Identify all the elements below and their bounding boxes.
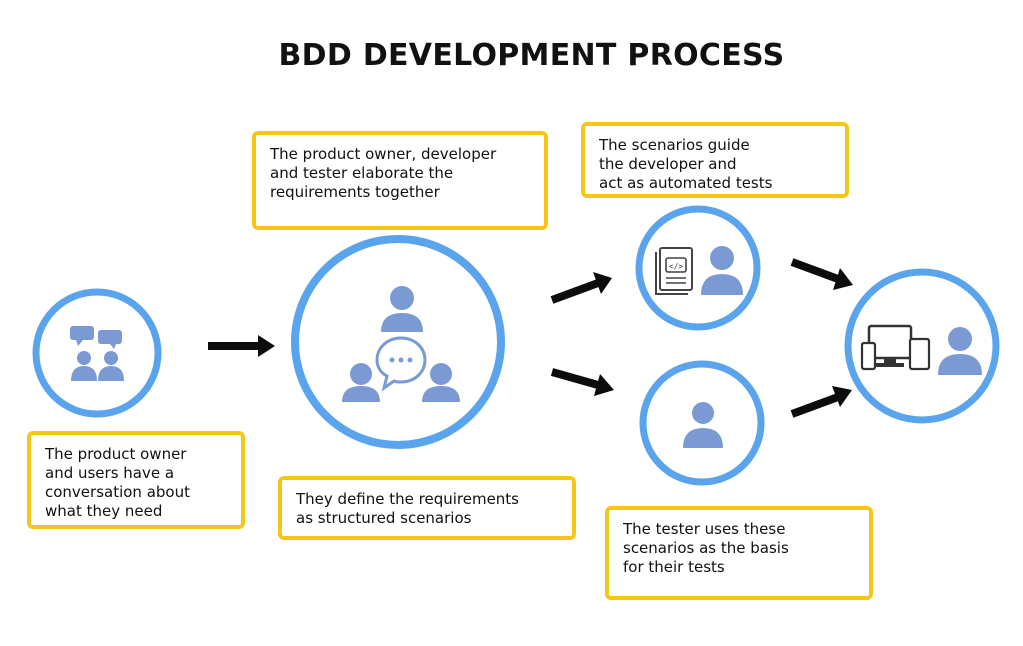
arrow-to-developer [550,272,612,304]
page-title: BDD DEVELOPMENT PROCESS [278,38,785,73]
people-chat-icon [70,326,124,381]
arrow-tester-to-product [790,386,852,418]
person-icon [683,402,723,448]
note-conversation: The product owner and users have a conve… [27,431,245,529]
note-define: They define the requirements as structur… [278,476,576,540]
circle-developer [635,205,761,331]
note-guide: The scenarios guide the developer and ac… [581,122,849,198]
team-conversation-icon [342,286,460,402]
developer-code-icon: </> [655,246,743,295]
devices-user-icon [860,324,982,375]
svg-text:</>: </> [669,262,684,271]
circle-stakeholders [32,288,162,418]
arrow-to-tester [550,368,614,396]
arrow-to-collaboration [208,335,275,357]
arrow-dev-to-product [790,258,853,290]
note-tester: The tester uses these scenarios as the b… [605,506,873,600]
note-elaborate: The product owner, developer and tester … [252,131,548,230]
